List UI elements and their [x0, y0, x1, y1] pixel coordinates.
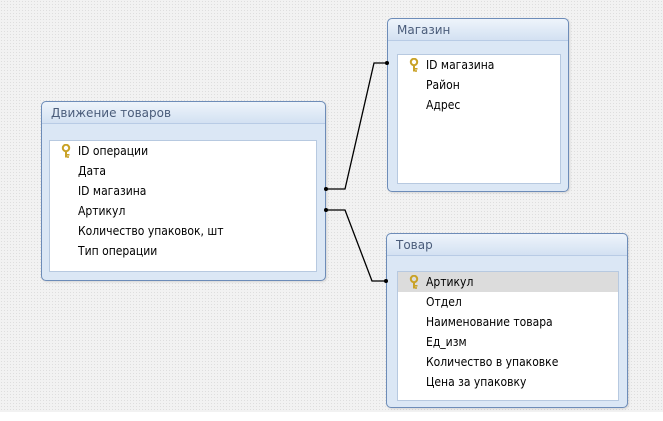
- canvas-bottom-edge: [0, 412, 663, 421]
- field-label: ID операции: [78, 144, 149, 158]
- field-list: ID магазина Район Адрес: [397, 54, 561, 184]
- field-row-otdel[interactable]: Отдел: [398, 292, 618, 312]
- field-list: ID операции Дата ID магазина Артикул Кол…: [49, 140, 317, 272]
- field-label: ID магазина: [78, 184, 147, 198]
- field-list: Артикул Отдел Наименование товара Ед_изм…: [397, 271, 619, 401]
- relationship-line-dvizhenie-magazin[interactable]: [324, 61, 389, 191]
- field-label: Количество упаковок, шт: [78, 224, 224, 238]
- field-row-naimenovanie-tovara[interactable]: Наименование товара: [398, 312, 618, 332]
- field-label: Ед_изм: [426, 335, 467, 349]
- field-label: Артикул: [78, 204, 126, 218]
- field-label: Количество в упаковке: [426, 355, 559, 369]
- field-label: Дата: [78, 164, 106, 178]
- field-label: Артикул: [426, 275, 474, 289]
- field-row-id-operatsii[interactable]: ID операции: [50, 141, 316, 161]
- field-row-tsena-za-upakovku[interactable]: Цена за упаковку: [398, 372, 618, 392]
- table-title[interactable]: Движение товаров: [42, 102, 325, 124]
- field-row-tip-operatsii[interactable]: Тип операции: [50, 241, 316, 261]
- field-row-raion[interactable]: Район: [398, 75, 560, 95]
- table-window-magazin[interactable]: Магазин ID магазина Район Адрес: [387, 18, 569, 192]
- table-title[interactable]: Магазин: [388, 19, 568, 41]
- field-label: Адрес: [426, 98, 461, 112]
- field-label: Цена за упаковку: [426, 375, 527, 389]
- relationship-line-dvizhenie-tovar[interactable]: [324, 208, 388, 283]
- field-label: Район: [426, 78, 460, 92]
- table-window-tovar[interactable]: Товар Артикул Отдел Наименование товара …: [386, 233, 628, 408]
- field-row-artikul-selected[interactable]: Артикул: [398, 272, 618, 292]
- field-row-kolichestvo-v-upakovke[interactable]: Количество в упаковке: [398, 352, 618, 372]
- field-row-adres[interactable]: Адрес: [398, 95, 560, 115]
- field-label: Наименование товара: [426, 315, 553, 329]
- primary-key-icon: [409, 275, 419, 289]
- field-label: Отдел: [426, 295, 462, 309]
- table-window-dvizhenie-tovarov[interactable]: Движение товаров ID операции Дата ID маг…: [41, 101, 326, 281]
- field-label: Тип операции: [78, 244, 158, 258]
- field-row-kolichestvo-upakovok[interactable]: Количество упаковок, шт: [50, 221, 316, 241]
- field-label: ID магазина: [426, 58, 495, 72]
- field-row-id-magazina[interactable]: ID магазина: [50, 181, 316, 201]
- table-title[interactable]: Товар: [387, 234, 627, 256]
- primary-key-icon: [409, 58, 419, 72]
- field-row-data[interactable]: Дата: [50, 161, 316, 181]
- field-row-ed-izm[interactable]: Ед_изм: [398, 332, 618, 352]
- field-row-id-magazina[interactable]: ID магазина: [398, 55, 560, 75]
- primary-key-icon: [61, 144, 71, 158]
- field-row-artikul[interactable]: Артикул: [50, 201, 316, 221]
